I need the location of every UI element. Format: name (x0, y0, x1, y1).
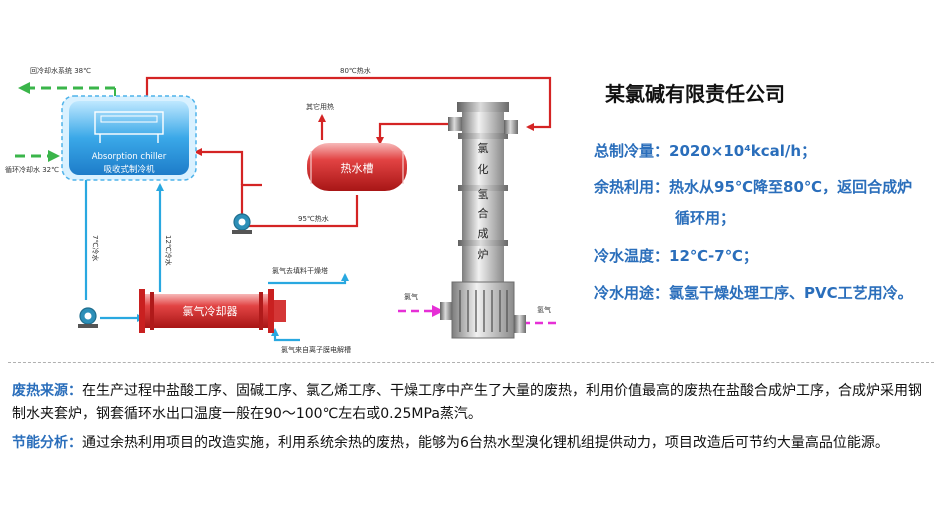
spec-chilled-water-use: 冷水用途：氯氢干燥处理工序、PVC工艺用冷。 (594, 278, 913, 308)
hot-water-pump (232, 213, 252, 234)
company-name: 某氯碱有限责任公司 (605, 82, 785, 106)
spec-label: 总制冷量： (594, 142, 670, 160)
absorption-chiller: Absorption chiller 吸收式制冷机 (61, 95, 197, 181)
energy-saving-label: 节能分析： (12, 435, 82, 451)
hydrogen-inlet-label: 氢气 (537, 305, 551, 314)
furnace-char-4: 合 (478, 206, 489, 220)
furnace-char-6: 炉 (478, 248, 489, 261)
spec-label: 冷水用途： (594, 284, 670, 302)
spec-waste-heat-use-cont: 循环用； (675, 203, 735, 233)
hot-water-80-label: 80℃热水 (340, 66, 371, 75)
circulating-cooling-water-label: 循环冷却水 32℃ (5, 165, 59, 174)
spec-label: 冷水温度： (594, 247, 670, 265)
waste-heat-source-text: 在生产过程中盐酸工序、固碱工序、氯乙烯工序、干燥工序中产生了大量的废热，利用价值… (12, 383, 922, 422)
to-drying-tower-label: 氯气去填料干燥塔 (272, 266, 328, 275)
spec-waste-heat-use: 余热利用：热水从95℃降至80℃，返回合成炉 (594, 172, 912, 202)
spec-value: 12℃-7℃； (669, 247, 758, 265)
energy-saving-text: 通过余热利用项目的改造实施，利用系统余热的废热，能够为6台热水型溴化锂机组提供动… (82, 435, 889, 451)
spec-total-cooling: 总制冷量：2020×10⁴kcal/h； (594, 136, 816, 166)
spec-label: 余热利用： (594, 178, 670, 196)
chilled-water-pump (78, 307, 98, 328)
chilled-water-12-label: 12℃冷水 (164, 235, 173, 266)
furnace-char-2: 化 (478, 162, 489, 176)
return-cooling-water-label: 回冷却水系统 38℃ (30, 66, 91, 75)
furnace-char-3: 氢 (478, 187, 489, 201)
spec-value: 氯氢干燥处理工序、PVC工艺用冷。 (669, 284, 913, 302)
hot-water-95-label: 95℃热水 (298, 214, 329, 223)
waste-heat-source-label: 废热来源： (12, 383, 82, 399)
from-membrane-cell-label: 氯气来自离子膜电解槽 (281, 345, 351, 354)
chiller-label-en: Absorption chiller (92, 152, 167, 162)
energy-saving-paragraph: 节能分析：通过余热利用项目的改造实施，利用系统余热的废热，能够为6台热水型溴化锂… (12, 432, 932, 455)
spec-value: 循环用； (675, 209, 736, 227)
furnace-char-1: 氯 (478, 141, 489, 155)
section-divider (8, 362, 934, 363)
spec-chilled-water-temp: 冷水温度：12℃-7℃； (594, 241, 758, 271)
chlorine-cooler-label: 氯气冷却器 (183, 304, 238, 318)
diagram-labels: 回冷却水系统 38℃ 循环冷却水 32℃ 80℃热水 其它用热 95℃热水 7℃… (5, 66, 551, 354)
chiller-label-cn: 吸收式制冷机 (103, 164, 155, 175)
other-use-heat-label: 其它用热 (306, 102, 334, 111)
hot-water-tank-label: 热水槽 (341, 162, 374, 175)
waste-heat-source-paragraph: 废热来源：在生产过程中盐酸工序、固碱工序、氯乙烯工序、干燥工序中产生了大量的废热… (12, 380, 932, 426)
hot-water-tank: 热水槽 (307, 143, 407, 191)
hcl-synthesis-furnace: 氯 化 氢 合 成 炉 (440, 102, 526, 339)
chilled-water-7-label: 7℃冷水 (91, 235, 100, 261)
chlorine-inlet-label: 氯气 (404, 292, 418, 301)
spec-value: 2020×10⁴kcal/h； (669, 142, 817, 160)
chlorine-cooler: 氯气冷却器 (139, 289, 286, 333)
cooling-water-arrows (15, 82, 116, 162)
furnace-char-5: 成 (478, 227, 489, 240)
spec-value: 热水从95℃降至80℃，返回合成炉 (669, 178, 913, 196)
chilled-water-piping (84, 180, 349, 342)
